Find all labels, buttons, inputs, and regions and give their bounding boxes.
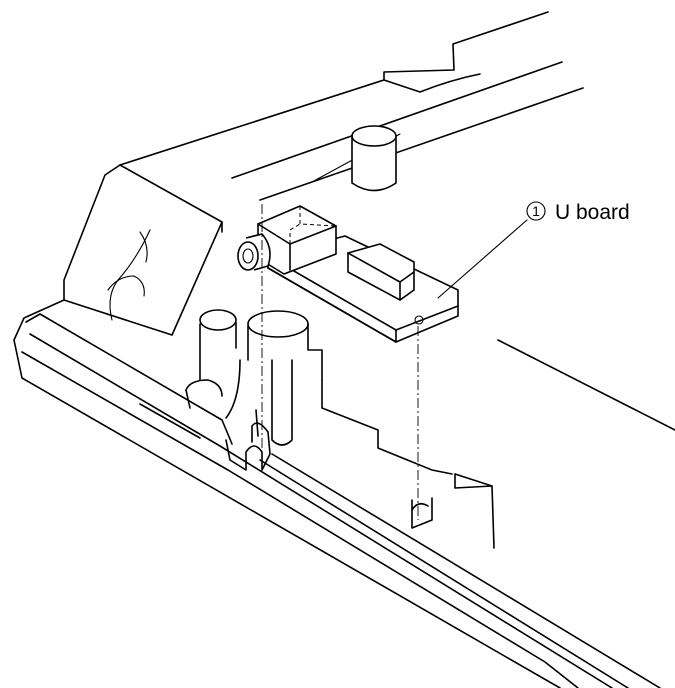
- left-housing: [63, 164, 223, 336]
- callout-number: 1: [532, 203, 540, 219]
- right-bracket: [411, 339, 675, 549]
- front-frame: [13, 299, 661, 688]
- left-clip: [225, 409, 271, 471]
- callout-circle: [526, 201, 546, 221]
- leader-line: [437, 219, 528, 299]
- mounting-posts: [185, 309, 453, 475]
- callout-label: U board: [555, 201, 630, 224]
- callout-u-board: 1 U board: [437, 201, 630, 299]
- cylinder-boss: [351, 125, 397, 192]
- alignment-lines: [261, 204, 419, 520]
- u-board: [237, 205, 459, 343]
